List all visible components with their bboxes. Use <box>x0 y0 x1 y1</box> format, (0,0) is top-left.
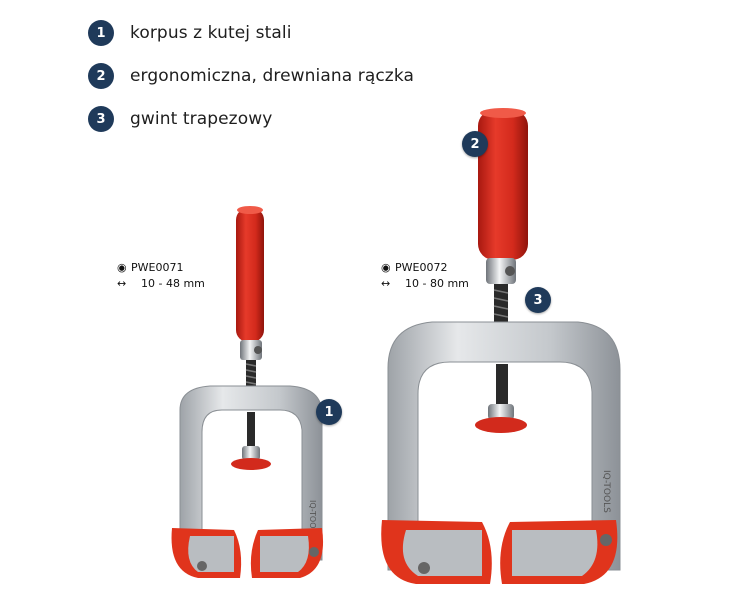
target-circle-icon: ◉ <box>117 261 127 274</box>
pressure-pad <box>475 417 527 433</box>
feature-number-badge: 1 <box>88 20 114 46</box>
feature-item: 2 ergonomiczna, drewniana rączka <box>88 63 414 89</box>
target-circle-icon: ◉ <box>381 261 391 274</box>
product-code: PWE0071 <box>131 261 184 274</box>
product-range: 10 - 80 mm <box>405 277 469 290</box>
callout-body-badge: 1 <box>316 399 342 425</box>
jaws <box>171 528 324 578</box>
double-arrow-icon: ↔ <box>381 277 391 290</box>
spec-large-clamp: ◉ PWE0072 ↔ 10 - 80 mm <box>381 260 469 292</box>
product-range: 10 - 48 mm <box>141 277 205 290</box>
brand-mark: IQ-TOOLS <box>308 500 317 538</box>
spec-code-row: ◉ PWE0072 <box>381 260 469 276</box>
spec-range-row: ↔ 10 - 48 mm <box>117 276 205 292</box>
handle <box>478 110 528 260</box>
handle <box>236 208 264 342</box>
brand-mark: IQ-TOOLS <box>601 470 611 513</box>
ferrule <box>486 258 516 284</box>
jaws <box>381 520 618 584</box>
thread <box>245 360 257 388</box>
spec-range-row: ↔ 10 - 80 mm <box>381 276 469 292</box>
feature-list: 1 korpus z kutej stali 2 ergonomiczna, d… <box>88 20 414 149</box>
callout-handle-badge: 2 <box>462 131 488 157</box>
feature-item: 3 gwint trapezowy <box>88 106 414 132</box>
spec-code-row: ◉ PWE0071 <box>117 260 205 276</box>
callout-thread-badge: 3 <box>525 287 551 313</box>
pressure-pad <box>231 458 271 470</box>
ferrule <box>240 340 262 360</box>
feature-text: ergonomiczna, drewniana rączka <box>130 66 414 86</box>
small-clamp-image: IQ-TOOLS <box>171 206 324 578</box>
large-clamp-image: IQ-TOOLS <box>381 108 621 584</box>
feature-text: korpus z kutej stali <box>130 23 292 43</box>
feature-text: gwint trapezowy <box>130 109 273 129</box>
feature-item: 1 korpus z kutej stali <box>88 20 414 46</box>
double-arrow-icon: ↔ <box>117 277 127 290</box>
product-code: PWE0072 <box>395 261 448 274</box>
feature-number-badge: 2 <box>88 63 114 89</box>
feature-number-badge: 3 <box>88 106 114 132</box>
thread <box>493 284 509 324</box>
spec-small-clamp: ◉ PWE0071 ↔ 10 - 48 mm <box>117 260 205 292</box>
